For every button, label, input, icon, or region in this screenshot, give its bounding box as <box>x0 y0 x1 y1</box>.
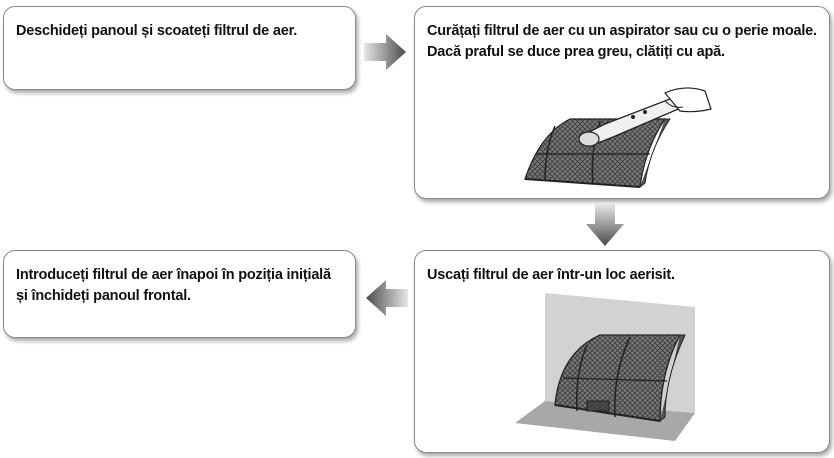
step-3-card: Uscați filtrul de aer într-un loc aerisi… <box>414 250 830 453</box>
step-4-line-1: Introduceți filtrul de aer înapoi în poz… <box>16 267 331 283</box>
step-4-card: Introduceți filtrul de aer înapoi în poz… <box>3 250 356 338</box>
arrow-right-icon <box>364 34 406 70</box>
step-1-text: Deschideți panoul și scoateți filtrul de… <box>16 21 345 42</box>
step-3-line-1: Uscați filtrul de aer într-un loc aerisi… <box>427 267 675 283</box>
step-2-line-2: Dacă praful se duce prea greu, clătiți c… <box>427 44 725 60</box>
step-4-text: Introduceți filtrul de aer înapoi în poz… <box>16 265 345 307</box>
step-1-line-1: Deschideți panoul și scoateți filtrul de… <box>16 23 298 39</box>
step-1-card: Deschideți panoul și scoateți filtrul de… <box>3 6 356 90</box>
step-2-card: Curățați filtrul de aer cu un aspirator … <box>414 6 830 199</box>
step-4-line-2: și închideți panoul frontal. <box>16 288 191 304</box>
step-2-text: Curățați filtrul de aer cu un aspirator … <box>427 21 819 63</box>
arrow-left-icon <box>366 280 408 316</box>
vacuum-cleaning-filter-illustration <box>524 87 712 188</box>
drying-filter-illustration <box>515 293 695 441</box>
step-3-text: Uscați filtrul de aer într-un loc aerisi… <box>427 265 819 286</box>
arrow-down-icon <box>586 204 624 246</box>
step-2-line-1: Curățați filtrul de aer cu un aspirator … <box>427 23 817 39</box>
